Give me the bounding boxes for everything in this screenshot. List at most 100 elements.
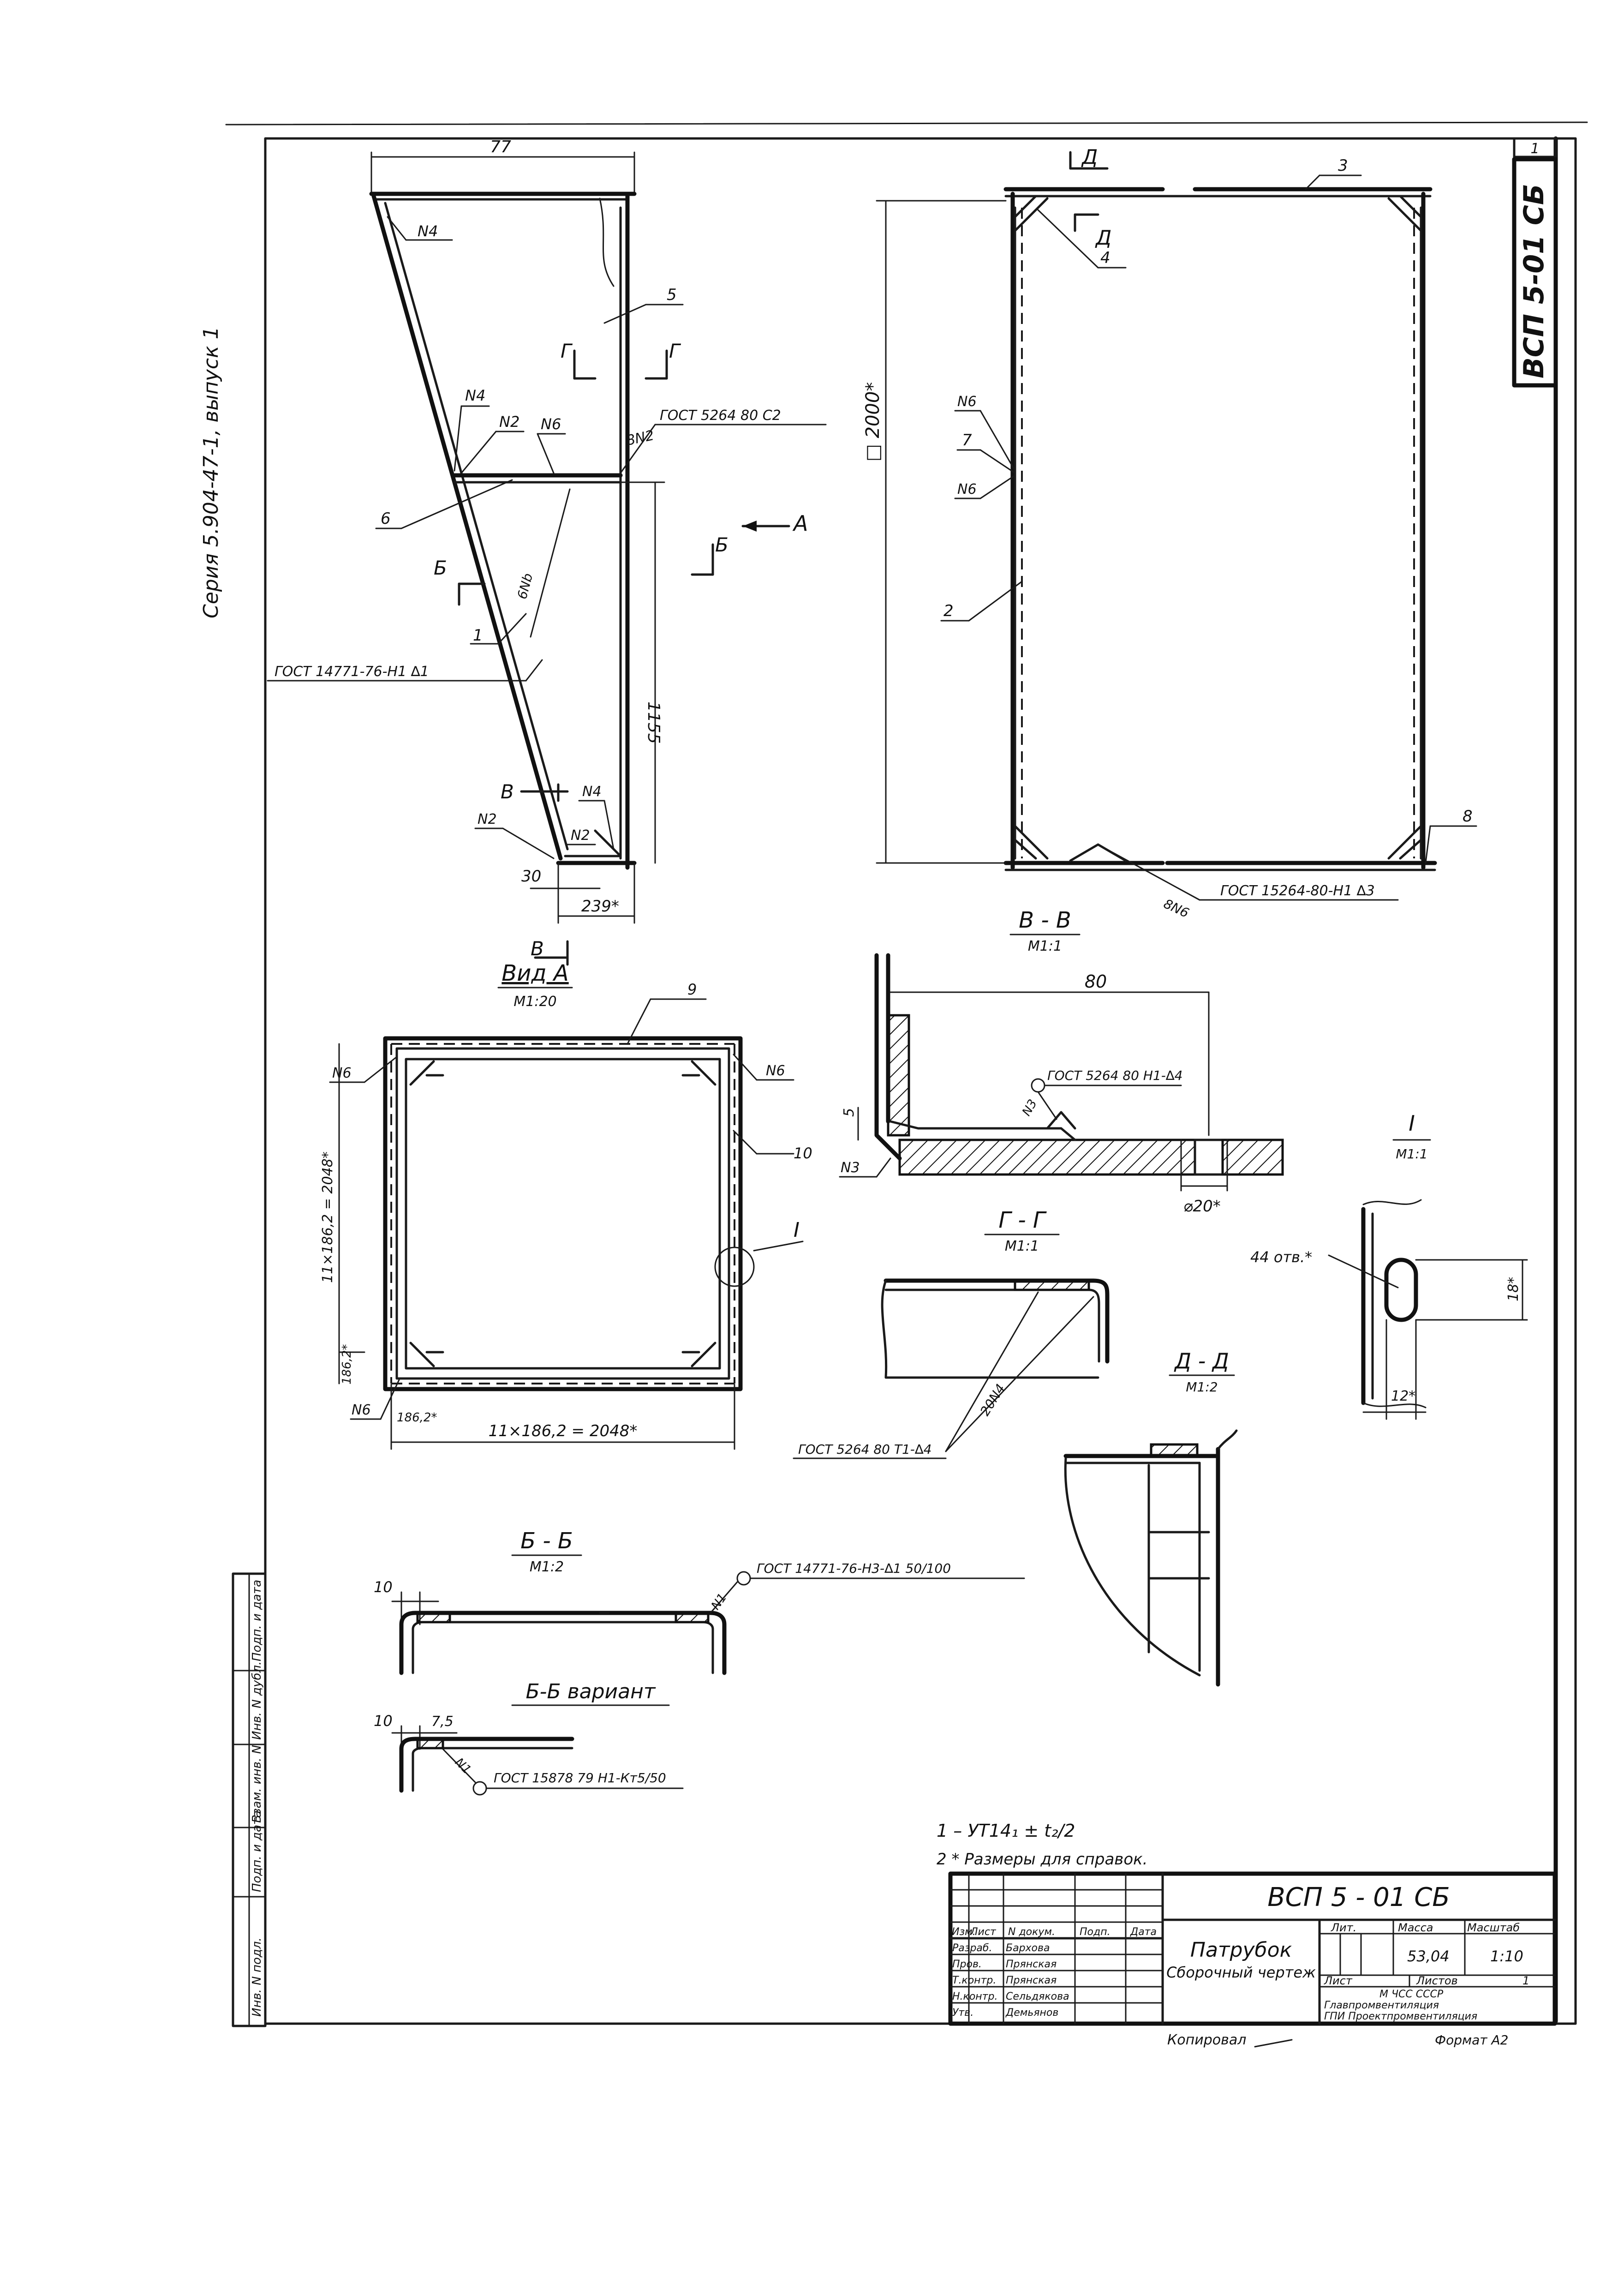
tb-name: Патрубок (1190, 1938, 1292, 1962)
dim-30: 30 (521, 867, 541, 886)
tb-person-0: Бархова (1006, 1942, 1050, 1954)
view-bb-scale: М1:2 (530, 1559, 564, 1575)
view-i-title: I (1409, 1111, 1415, 1136)
view-bb-title: Б - Б (520, 1528, 573, 1554)
weld-n2-bottom-left: N2 (478, 811, 497, 827)
view-a-title: Вид А (502, 960, 568, 986)
view-dd: Д - Д М1:2 (1063, 1348, 1238, 1687)
view-vv-title: В - В (1019, 907, 1071, 933)
tb-sheets: 1 (1522, 1974, 1529, 1987)
arrow-a-label: А (792, 511, 808, 536)
view-dd-scale: М1:2 (1186, 1379, 1218, 1395)
weld-n6-b: N6 (957, 481, 977, 497)
gost-top: ГОСТ 5264 80 С2 (660, 407, 781, 424)
sec-v-top: В (501, 780, 514, 803)
view-vv-dim-80: 80 (1085, 971, 1107, 992)
sec-g-left: Г (561, 340, 573, 362)
weld-n6-mid: N6 (541, 415, 561, 433)
tb-role-2: Т.контр. (952, 1975, 996, 1986)
view-dd-title: Д - Д (1174, 1348, 1229, 1373)
view-i-scale: М1:1 (1396, 1146, 1427, 1162)
sec-g-right: Г (669, 340, 681, 362)
view-gg-weld: 20N4 (977, 1381, 1008, 1419)
tb-mass-label: Масса (1398, 1921, 1433, 1934)
left-binding-strip: Подп. и дата Инв. N дубл. Взам. инв. N П… (232, 1572, 267, 2027)
view-bb-dim-10: 10 (374, 1578, 393, 1596)
strip-label-2: Инв. N дубл. (250, 1661, 264, 1740)
doc-code-vertical: ВСП 5-01 СБ (1518, 184, 1550, 378)
tb-role-0: Разраб. (952, 1942, 992, 1954)
view-bb-variant-n1: N1 (452, 1756, 474, 1777)
title-block: Изм. Лист N докум. Подп. Дата Разраб. Ба… (948, 1871, 1557, 2026)
tb-org-2: Главпромвентиляция (1324, 2000, 1439, 2011)
view-a-dim-1862-b: 186,2* (397, 1411, 437, 1425)
sec-d-mid: Д (1095, 226, 1111, 250)
view-a-pos-9: 9 (687, 981, 697, 998)
dim-2000: □ 2000* (862, 382, 884, 461)
pos-3: 3 (1338, 156, 1348, 175)
tb-sheet-label: Лист (1324, 1974, 1353, 1987)
tb-mass: 53,04 (1407, 1947, 1450, 1965)
view-vv-scale: М1:1 (1028, 938, 1062, 954)
view-a-n6-bottom: N6 (352, 1402, 371, 1418)
view-a-n6-left: N6 (332, 1065, 352, 1081)
view-vv-n3-left: N3 (841, 1160, 860, 1176)
view-bb-variant-dim-75: 7,5 (431, 1714, 454, 1730)
weld-n4-mid: N4 (465, 387, 485, 404)
tb-org-1: М ЧСС СССР (1379, 1989, 1444, 2000)
view-i-dim-12: 12* (1391, 1388, 1415, 1404)
view-bb-variant-title: Б-Б вариант (525, 1680, 656, 1703)
weld-8n6: 8N6 (1161, 896, 1191, 921)
pos-8: 8 (1463, 807, 1473, 826)
tb-head-ndok: N докум. (1008, 1926, 1055, 1938)
main-view: 77 N4 5 Г Г N4 (267, 138, 827, 966)
tb-lit-label: Лит. (1331, 1921, 1356, 1934)
tb-person-4: Демьянов (1005, 2007, 1058, 2019)
sheet-number: 1 (1530, 141, 1539, 157)
view-i-holes: 44 отв.* (1250, 1248, 1312, 1266)
strip-label-3: Взам. инв. N (250, 1745, 264, 1823)
view-vv-n3-weld: N3 (1020, 1097, 1040, 1118)
pos-5: 5 (667, 286, 677, 304)
view-gg-title: Г - Г (998, 1207, 1047, 1233)
tb-org-3: ГПИ Проектпромвентиляция (1324, 2011, 1477, 2022)
view-i-dim-18: 18* (1505, 1277, 1522, 1301)
view-a-pos-10: 10 (794, 1144, 812, 1162)
view-vv-dim-5: 5 (841, 1108, 857, 1117)
view-bb-variant-dim-10: 10 (374, 1712, 393, 1730)
doc-code-box (1512, 157, 1558, 388)
view-a-dim-horiz: 11×186,2 = 2048* (489, 1422, 638, 1440)
footer-copied: Копировал (1167, 2032, 1246, 2048)
pos-6: 6 (381, 509, 391, 528)
view-bb: Б - Б М1:2 10 N1 ГОСТ 14771-76-Н3-∆1 50/… (374, 1528, 1025, 1796)
tb-person-3: Сельдякова (1006, 1991, 1069, 2002)
view-vv: В - В М1:1 ⌀20* 80 5 N3 ГОСТ 5264 (839, 907, 1284, 1216)
sec-d-top: Д (1081, 145, 1098, 169)
weld-n4-top: N4 (418, 222, 438, 240)
sheet-number-box (1513, 137, 1557, 158)
note-1: 1 – УТ14₁ ± t₂/2 (937, 1821, 1075, 1841)
tb-head-izm: Изм. (952, 1926, 976, 1938)
tb-role-4: Утв. (952, 2007, 973, 2019)
tb-scale-label: Масштаб (1467, 1921, 1520, 1934)
tb-head-data: Дата (1130, 1926, 1157, 1938)
tb-role-1: Пров. (952, 1959, 982, 1970)
tb-head-list: Лист (970, 1926, 997, 1938)
gost-side: ГОСТ 14771-76-Н1 ∆1 (275, 664, 429, 680)
dim-1155: 1155 (644, 701, 663, 744)
view-a: Вид А М1:20 9 N6 N6 10 I 11×18 (320, 960, 812, 1450)
weld-n2-mid: N2 (499, 413, 519, 431)
view-a-n6-right: N6 (766, 1063, 785, 1079)
tb-person-1: Прянская (1006, 1959, 1057, 1970)
strip-label-1: Подп. и дата (250, 1580, 264, 1661)
weld-n4-bottom: N4 (582, 784, 602, 800)
tb-head-podp: Подп. (1080, 1926, 1111, 1938)
tb-code: ВСП 5 - 01 СБ (1267, 1882, 1450, 1912)
sec-b-left: Б (434, 557, 447, 579)
weld-n6-a: N6 (957, 394, 977, 410)
strip-label-5: Инв. N подл. (250, 1937, 264, 2017)
pos-1: 1 (473, 626, 483, 645)
view-a-mark-i: I (794, 1218, 800, 1242)
weld-6nb: 6Nb (514, 572, 536, 601)
series-note: Серия 5.904-47-1, выпуск 1 (199, 326, 223, 618)
